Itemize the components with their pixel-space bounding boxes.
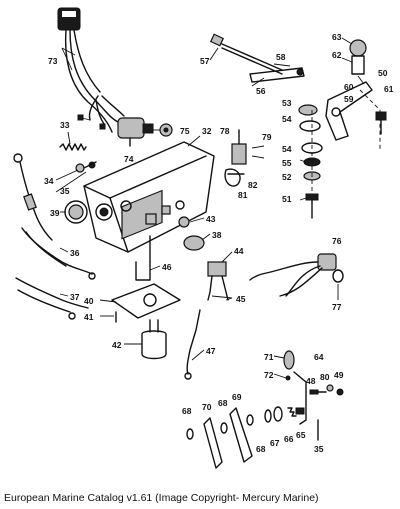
exploded-parts-diagram: 73 57 58 63 62 56 60 59 50 61 53 54 33 7…	[13, 7, 394, 469]
screw	[375, 111, 387, 135]
callout-42: 42	[112, 340, 122, 350]
ground-wires	[13, 153, 96, 320]
callout-38: 38	[212, 230, 222, 240]
control-arm	[325, 81, 381, 150]
trim-switch	[249, 253, 344, 297]
gauge	[64, 200, 88, 224]
callout-53: 53	[282, 98, 292, 108]
control-knobs	[178, 216, 205, 251]
shift-handle	[349, 39, 367, 75]
callout-69: 69	[232, 392, 242, 402]
callout-54-lower: 54	[282, 144, 292, 154]
callout-46: 46	[162, 262, 172, 272]
shift-lever	[283, 350, 307, 425]
callout-74: 74	[124, 154, 134, 164]
switch-knob	[159, 123, 173, 137]
callout-45: 45	[236, 294, 246, 304]
callout-43: 43	[206, 214, 216, 224]
callout-50: 50	[378, 68, 388, 78]
callout-35: 35	[60, 186, 70, 196]
callout-64: 64	[314, 352, 324, 362]
callout-47: 47	[206, 346, 216, 356]
callout-81: 81	[238, 190, 248, 200]
part-callouts: 73 57 58 63 62 56 60 59 50 61 53 54 33 7…	[44, 32, 394, 454]
callout-75: 75	[180, 126, 190, 136]
callout-54: 54	[282, 114, 292, 124]
throttle-linkage	[209, 33, 305, 83]
callout-61: 61	[384, 84, 394, 94]
callout-66: 66	[284, 434, 294, 444]
callout-58: 58	[276, 52, 286, 62]
callout-78: 78	[220, 126, 230, 136]
callout-79: 79	[262, 132, 272, 142]
image-caption: European Marine Catalog v1.61 (Image Cop…	[4, 492, 319, 504]
callout-63: 63	[332, 32, 342, 42]
leader-lines	[55, 37, 365, 379]
callout-32: 32	[202, 126, 212, 136]
callout-49: 49	[334, 370, 344, 380]
callout-67: 67	[270, 438, 280, 448]
spring	[59, 143, 87, 151]
relay-bracket	[224, 129, 265, 187]
washer-stack	[298, 104, 323, 219]
callout-65: 65	[296, 430, 306, 440]
callout-68-right: 68	[256, 444, 266, 454]
callout-80: 80	[320, 372, 330, 382]
callout-52: 52	[282, 172, 292, 182]
lower-bracket-parts	[111, 261, 181, 360]
callout-60: 60	[344, 82, 354, 92]
callout-71: 71	[264, 352, 274, 362]
callout-40: 40	[84, 296, 94, 306]
callout-55: 55	[282, 158, 292, 168]
callout-51: 51	[282, 194, 292, 204]
callout-72: 72	[264, 370, 274, 380]
callout-41: 41	[84, 312, 94, 322]
callout-33: 33	[60, 120, 70, 130]
callout-56: 56	[256, 86, 266, 96]
lever-plates	[186, 406, 319, 469]
pivot-hardware	[309, 384, 344, 396]
callout-68-mid: 68	[218, 398, 228, 408]
callout-76: 76	[332, 236, 342, 246]
callout-34: 34	[44, 176, 54, 186]
small-hardware	[75, 161, 97, 173]
callout-59: 59	[344, 94, 354, 104]
trim-leads	[184, 261, 229, 380]
callout-70: 70	[202, 402, 212, 412]
ignition-switch	[117, 117, 154, 147]
wiring-harness	[57, 7, 125, 133]
callout-82: 82	[248, 180, 258, 190]
callout-39: 39	[50, 208, 60, 218]
control-housing	[83, 141, 215, 263]
callout-68: 68	[182, 406, 192, 416]
callout-35-lower: 35	[314, 444, 324, 454]
callout-57: 57	[200, 56, 210, 66]
callout-48: 48	[306, 376, 316, 386]
callout-44: 44	[234, 246, 244, 256]
callout-37: 37	[70, 292, 80, 302]
callout-36: 36	[70, 248, 80, 258]
callout-73: 73	[48, 56, 58, 66]
callout-77: 77	[332, 302, 342, 312]
callout-62: 62	[332, 50, 342, 60]
